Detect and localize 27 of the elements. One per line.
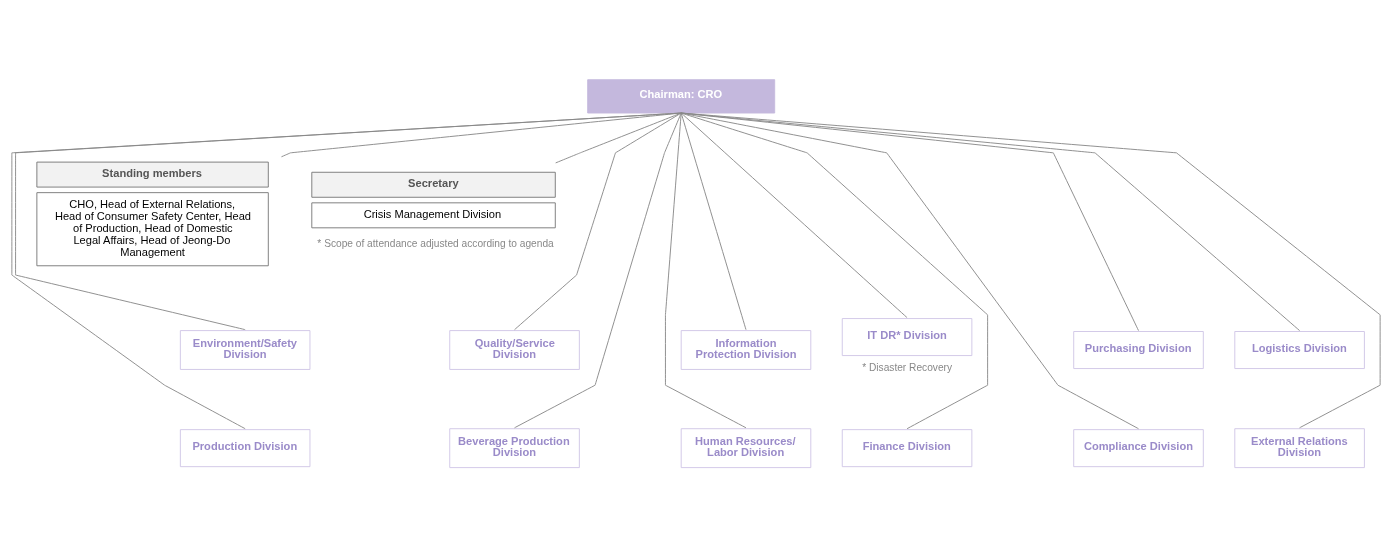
- node-box: Quality/Service Division: [449, 330, 580, 370]
- node-box: Human Resources/ Labor Division: [680, 428, 812, 469]
- node-box: External Relations Division: [1234, 428, 1365, 469]
- node-label: * Scope of attendance adjusted according to agenda: [317, 238, 554, 250]
- connector: [665, 112, 747, 429]
- connector: [680, 112, 747, 331]
- node-box: Purchasing Division: [1073, 331, 1204, 369]
- node-box: Production Division: [179, 429, 311, 468]
- node-box: Beverage Production Division: [449, 428, 580, 469]
- connector: [680, 112, 989, 430]
- connector: [514, 112, 682, 429]
- connector: [680, 112, 1139, 332]
- connector: [11, 112, 682, 430]
- node-box: Environment/Safety Division: [179, 330, 311, 370]
- connector: [680, 112, 1301, 332]
- node-box: Logistics Division: [1234, 331, 1365, 369]
- connector: [680, 112, 1381, 429]
- node-box: Information Protection Division: [680, 330, 812, 370]
- connector: [514, 112, 682, 331]
- node-box: Chairman: CRO: [587, 79, 776, 114]
- node-box: Finance Division: [841, 429, 973, 468]
- node-box: IT DR* Division: [841, 318, 973, 357]
- connector: [680, 112, 908, 319]
- connector: [680, 112, 1139, 430]
- connector: [15, 112, 682, 331]
- node-label: * Disaster Recovery: [862, 362, 953, 374]
- node-box: Compliance Division: [1073, 429, 1204, 468]
